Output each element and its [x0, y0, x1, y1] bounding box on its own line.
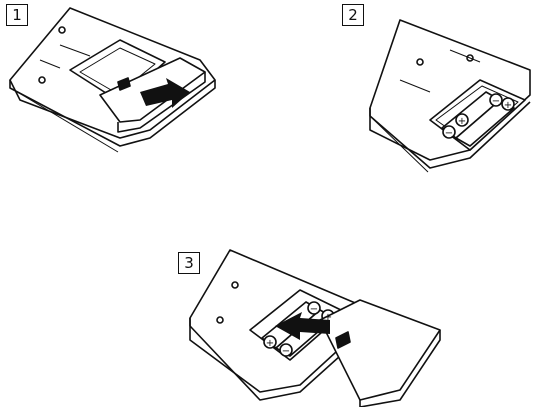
plus-sign-battery-c: + — [266, 338, 274, 349]
minus-sign-battery-d: − — [310, 304, 318, 315]
minus-sign-battery-c: − — [282, 346, 290, 357]
plus-sign-battery-d: + — [324, 312, 332, 323]
